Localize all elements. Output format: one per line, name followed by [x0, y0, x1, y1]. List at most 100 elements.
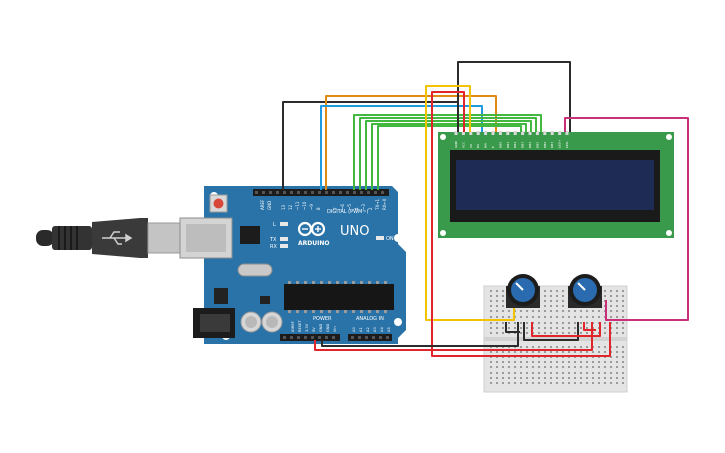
- svg-text:A0: A0: [352, 327, 356, 332]
- lcd-pin: [476, 131, 480, 135]
- breadboard-hole: [556, 372, 558, 374]
- breadboard-hole: [592, 382, 594, 384]
- breadboard-hole: [610, 361, 612, 363]
- breadboard-hole: [526, 322, 528, 324]
- breadboard-hole: [496, 310, 498, 312]
- breadboard-hole: [580, 382, 582, 384]
- led-rx-label: RX: [270, 244, 277, 250]
- breadboard-hole: [526, 366, 528, 368]
- lcd-pin-label: DB4: [528, 142, 532, 148]
- svg-text:~11: ~11: [295, 201, 300, 210]
- breadboard-hole: [622, 346, 624, 348]
- breadboard-hole: [490, 295, 492, 297]
- breadboard-hole: [496, 351, 498, 353]
- breadboard-hole: [502, 322, 504, 324]
- breadboard-hole: [520, 351, 522, 353]
- breadboard-hole: [562, 295, 564, 297]
- svg-text:Vin: Vin: [333, 326, 337, 332]
- lcd-pin-label: DB7: [550, 142, 554, 148]
- breadboard-hole: [586, 366, 588, 368]
- lcd-pin: [469, 131, 473, 135]
- breadboard-hole: [550, 322, 552, 324]
- breadboard-hole: [622, 300, 624, 302]
- lcd-pin-label: LED+: [558, 139, 562, 148]
- breadboard-hole: [562, 382, 564, 384]
- breadboard-hole: [490, 366, 492, 368]
- wire-black-led-minus: [457, 61, 571, 132]
- led-tx-label: TX: [269, 237, 277, 243]
- lcd-pin: [565, 131, 569, 135]
- breadboard-hole: [574, 316, 576, 318]
- breadboard-hole: [616, 290, 618, 292]
- breadboard-hole: [496, 322, 498, 324]
- breadboard-hole: [610, 295, 612, 297]
- bottom-header-holes: [283, 336, 389, 339]
- mount-hole: [394, 318, 402, 326]
- breadboard-hole: [490, 361, 492, 363]
- analog-header: [348, 334, 392, 341]
- breadboard-hole: [526, 310, 528, 312]
- breadboard-hole: [580, 351, 582, 353]
- breadboard-hole: [616, 305, 618, 307]
- breadboard-hole: [550, 310, 552, 312]
- lcd-pin: [550, 131, 554, 135]
- breadboard-hole: [502, 332, 504, 334]
- digital-pin-labels: AREF GND 13 12 ~11 ~10 ~9 8 7 ~6 ~5 4 ~3…: [260, 198, 387, 211]
- breadboard-hole: [502, 366, 504, 368]
- potentiometer-backlight[interactable]: [568, 274, 602, 308]
- breadboard-hole: [556, 361, 558, 363]
- breadboard-hole: [508, 372, 510, 374]
- lcd-pin-label: GND: [454, 140, 458, 148]
- breadboard-hole: [556, 316, 558, 318]
- breadboard-hole: [508, 351, 510, 353]
- breadboard-hole: [574, 382, 576, 384]
- svg-text:~9: ~9: [309, 204, 314, 210]
- potentiometer-contrast[interactable]: [506, 274, 540, 308]
- jumper-black: [505, 322, 520, 333]
- breadboard-hole: [622, 327, 624, 329]
- breadboard-hole: [622, 366, 624, 368]
- breadboard-hole: [592, 351, 594, 353]
- breadboard-hole: [562, 316, 564, 318]
- breadboard-hole: [544, 351, 546, 353]
- potentiometer-indicator: [515, 282, 524, 291]
- breadboard-hole: [550, 332, 552, 334]
- breadboard-hole: [508, 322, 510, 324]
- svg-text:~6: ~6: [340, 204, 345, 210]
- breadboard-hole: [544, 295, 546, 297]
- mount-hole: [440, 230, 446, 236]
- breadboard-hole: [616, 322, 618, 324]
- breadboard-hole: [490, 310, 492, 312]
- crystal-oscillator: [237, 263, 273, 277]
- breadboard-hole: [568, 351, 570, 353]
- lcd-pin-label: LED-: [565, 141, 569, 148]
- breadboard-hole: [586, 327, 588, 329]
- breadboard-hole: [496, 372, 498, 374]
- breadboard-hole: [556, 382, 558, 384]
- breadboard-hole: [556, 327, 558, 329]
- usb-ribs: [58, 226, 78, 250]
- potentiometer-indicator: [577, 282, 586, 291]
- breadboard-hole: [568, 377, 570, 379]
- lcd-pin: [543, 131, 547, 135]
- breadboard-hole: [550, 377, 552, 379]
- breadboard-hole: [496, 377, 498, 379]
- svg-text:2: 2: [368, 207, 373, 210]
- breadboard-hole: [580, 377, 582, 379]
- breadboard-hole: [532, 382, 534, 384]
- breadboard-hole: [598, 382, 600, 384]
- power-label: POWER: [313, 316, 332, 322]
- reset-button-cap[interactable]: [213, 198, 224, 209]
- breadboard-hole: [610, 377, 612, 379]
- led-l-label: L: [273, 222, 276, 228]
- breadboard-hole: [580, 366, 582, 368]
- svg-text:GND: GND: [319, 324, 323, 332]
- wires: [282, 61, 689, 357]
- svg-text:A2: A2: [366, 327, 370, 332]
- jumper-red: [583, 322, 596, 331]
- breadboard-hole: [616, 295, 618, 297]
- breadboard-hole: [508, 377, 510, 379]
- breadboard-hole: [496, 366, 498, 368]
- breadboard-hole: [520, 346, 522, 348]
